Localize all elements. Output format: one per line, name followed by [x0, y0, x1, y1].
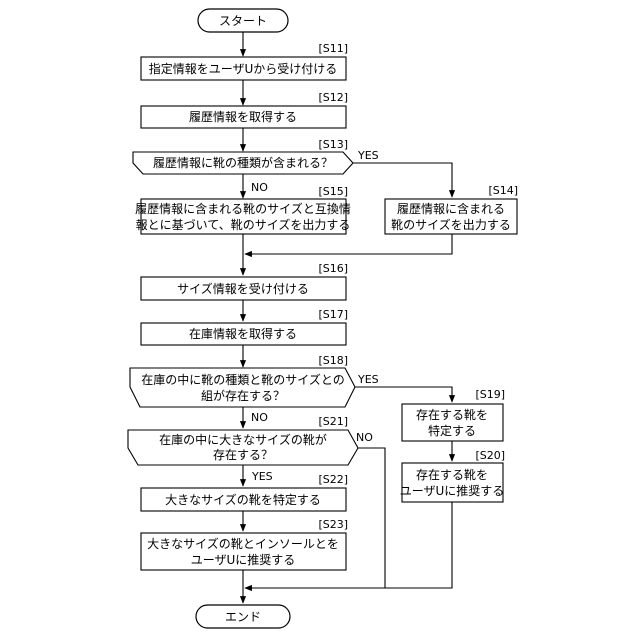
decision-s18-text-line1: 在庫の中に靴の種類と靴のサイズとの	[141, 372, 345, 387]
branch-s21-no: NO	[356, 431, 373, 444]
branch-s18-no: NO	[251, 411, 268, 424]
process-s22-text: 大きなサイズの靴を特定する	[165, 492, 321, 507]
step-id-s12: [S12]	[318, 91, 348, 104]
step-id-s15: [S15]	[318, 185, 348, 198]
step-id-s20: [S20]	[475, 449, 505, 462]
step-id-s19: [S19]	[475, 388, 505, 401]
step-id-s17: [S17]	[318, 308, 348, 321]
process-s17-text: 在庫情報を取得する	[189, 326, 297, 341]
decision-s18-text-line2: 組が存在する？	[201, 388, 285, 403]
decision-s13-text: 履歴情報に靴の種類が含まれる？	[153, 155, 333, 170]
branch-s13-yes: YES	[357, 149, 379, 162]
step-id-s22: [S22]	[318, 473, 348, 486]
arrow-s14-merge	[245, 234, 452, 254]
process-s15-text-line2: 報とに基づいて、靴のサイズを出力する	[136, 217, 351, 232]
process-s20-text-line1: 存在する靴を	[416, 468, 488, 482]
step-id-s13: [S13]	[318, 138, 348, 151]
arrow-s21-no	[358, 448, 385, 588]
branch-s18-yes: YES	[357, 373, 379, 386]
start-label: スタート	[219, 14, 267, 28]
process-s15-text-line1: 履歴情報に含まれる靴のサイズと互換情	[135, 201, 351, 216]
step-id-s21: [S21]	[318, 415, 348, 428]
process-s19-text-line1: 存在する靴を	[416, 408, 488, 422]
step-id-s14: [S14]	[488, 184, 518, 197]
branch-s21-yes: YES	[251, 470, 273, 483]
process-s16-text: サイズ情報を受け付ける	[177, 281, 309, 296]
process-s20-text-line2: ユーザUに推奨する	[400, 484, 505, 498]
step-id-s11: [S11]	[318, 42, 348, 55]
process-s14-text-line2: 靴のサイズを出力する	[391, 217, 511, 232]
arrow-s13-s14	[353, 163, 452, 197]
process-s23-text-line1: 大きなサイズの靴とインソールとを	[147, 536, 339, 551]
process-s14-text-line1: 履歴情報に含まれる	[397, 201, 505, 216]
step-id-s18: [S18]	[318, 354, 348, 367]
process-s12-text: 履歴情報を取得する	[189, 109, 297, 124]
end-label: エンド	[225, 610, 261, 624]
arrow-s18-s19	[355, 387, 452, 402]
decision-s21-text-line1: 在庫の中に大きなサイズの靴が	[159, 432, 327, 447]
branch-s13-no: NO	[251, 181, 268, 194]
process-s11-text: 指定情報をユーザUから受け付ける	[149, 61, 338, 76]
process-s19-text-line2: 特定する	[428, 423, 476, 438]
process-s23-text-line2: ユーザUに推奨する	[191, 553, 296, 567]
step-id-s23: [S23]	[318, 518, 348, 531]
step-id-s16: [S16]	[318, 262, 348, 275]
decision-s21-text-line2: 存在する？	[213, 448, 273, 462]
